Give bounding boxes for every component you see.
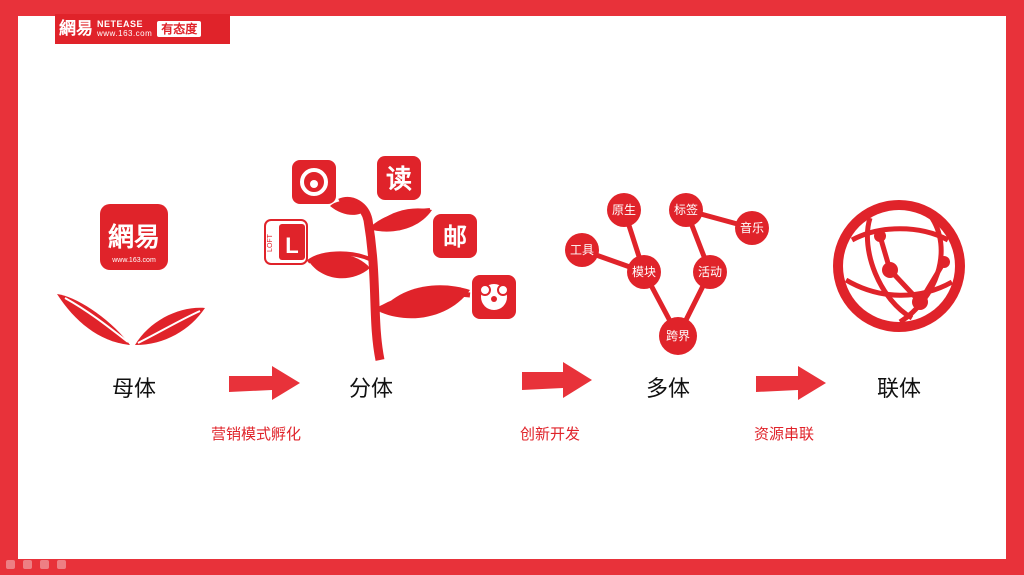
- parent-app-name: 網易: [108, 222, 160, 253]
- stage-label-branch: 分体: [348, 377, 393, 402]
- node: [627, 255, 661, 289]
- arrow-1: [229, 366, 300, 400]
- arrow-3: [756, 366, 826, 400]
- arrows: [229, 362, 826, 400]
- tree-trunk: [338, 197, 385, 361]
- globe-stage: [833, 200, 965, 332]
- branch-stage: 读 邮 L LOFT: [264, 156, 516, 361]
- node-label: 音乐: [739, 221, 764, 235]
- tree-leaf: [308, 253, 370, 279]
- logo-tag: 有态度: [157, 21, 202, 37]
- tree-leaf: [380, 285, 470, 319]
- arrow-2: [522, 362, 592, 398]
- caption-innovation: 创新开发: [519, 425, 580, 443]
- menu-icon[interactable]: [40, 560, 49, 569]
- read-app-char: 读: [386, 165, 412, 195]
- loft-letter: L: [285, 233, 298, 258]
- node-label: 活动: [697, 265, 722, 279]
- parent-app-icon: [100, 204, 168, 270]
- stage-label-connected: 联体: [876, 377, 921, 402]
- node: [607, 193, 641, 227]
- node: [693, 255, 727, 289]
- logo-cn: 網易: [59, 18, 93, 39]
- sprout-leaf-left: [57, 294, 130, 345]
- node-label: 工具: [569, 243, 594, 257]
- node-label: 跨界: [665, 329, 690, 343]
- stage-label-multi: 多体: [645, 377, 690, 402]
- node-label: 标签: [673, 203, 698, 217]
- node-label: 原生: [611, 203, 636, 217]
- read-app-icon: [377, 156, 421, 200]
- loft-text: LOFT: [267, 233, 274, 252]
- stage-label-parent: 母体: [111, 377, 156, 402]
- node: [659, 317, 697, 355]
- node: [735, 211, 769, 245]
- network-nodes: [565, 193, 769, 355]
- mail-app-char: 邮: [443, 223, 467, 251]
- node: [565, 233, 599, 267]
- node-label: 模块: [631, 265, 656, 279]
- next-slide-icon[interactable]: [57, 560, 66, 569]
- netease-logo: 網易 NETEASE www.163.com 有态度: [55, 14, 230, 44]
- prev-slide-icon[interactable]: [6, 560, 15, 569]
- tree-leaf: [372, 208, 432, 232]
- logo-url: www.163.com: [97, 28, 153, 38]
- caption-incubation: 营销模式孵化: [210, 425, 301, 443]
- mail-app-icon: [433, 214, 477, 258]
- pen-icon[interactable]: [23, 560, 32, 569]
- slideshow-controls: [6, 560, 66, 569]
- logo-brand: NETEASE: [97, 19, 144, 30]
- node: [669, 193, 703, 227]
- parent-app-url: www.163.com: [111, 257, 156, 264]
- parent-stage: 網易 www.163.com: [57, 204, 205, 345]
- tree-leaf: [330, 201, 366, 215]
- caption-linking: 资源串联: [753, 425, 814, 443]
